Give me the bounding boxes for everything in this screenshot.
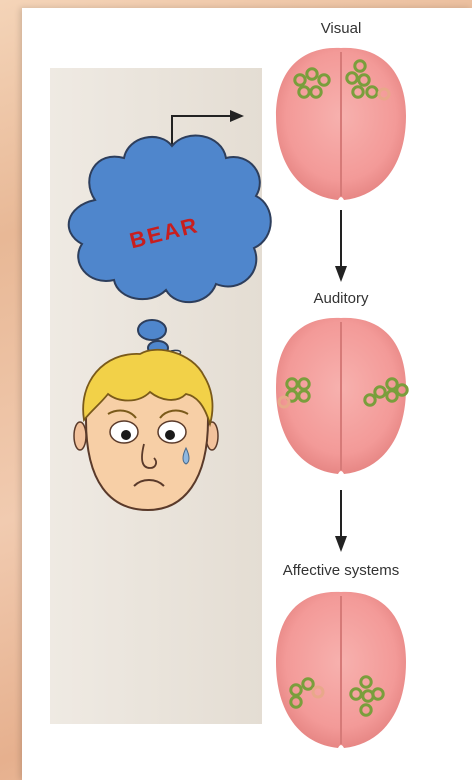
visual-brain-icon xyxy=(276,48,406,200)
arrow-auditory-to-affective xyxy=(335,490,347,552)
thought-cloud xyxy=(69,136,271,360)
auditory-label: Auditory xyxy=(313,290,368,307)
affective-systems-label: Affective systems xyxy=(283,562,399,579)
arrow-visual-to-auditory xyxy=(335,210,347,282)
frightened-boy-face xyxy=(74,350,218,510)
affective-brain-icon xyxy=(276,592,406,748)
auditory-brain-icon xyxy=(276,318,407,474)
visual-label: Visual xyxy=(321,20,362,37)
